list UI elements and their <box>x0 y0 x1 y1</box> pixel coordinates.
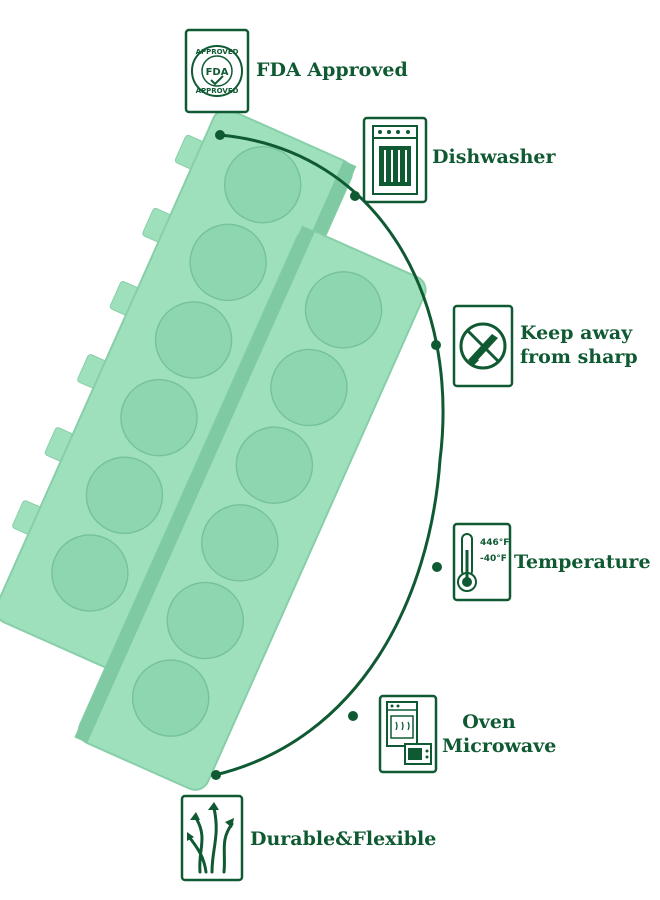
arc-node-dots <box>211 130 442 780</box>
label-keep-away-line2: from sharp <box>520 345 638 368</box>
label-durable-flexible: Durable&Flexible <box>250 828 437 850</box>
label-fda-approved: FDA Approved <box>256 59 408 81</box>
popsicle-mold-right <box>74 225 427 791</box>
fda-approved-seal-icon: APPROVED FDA APPROVED <box>184 28 250 114</box>
label-keep-away-from-sharp: Keep away from sharp <box>520 322 638 370</box>
label-oven-microwave: Oven Microwave <box>442 711 557 759</box>
temp-low-text: -40°F <box>480 554 507 564</box>
label-temperature: Temperature <box>514 551 651 573</box>
oven-microwave-icon <box>378 694 438 774</box>
durable-flexible-arrows-icon <box>180 794 244 882</box>
label-microwave-line: Microwave <box>442 734 557 757</box>
feature-connector-arc <box>214 133 445 777</box>
dishwasher-icon <box>362 116 428 204</box>
temp-high-text: 446°F <box>480 538 509 548</box>
label-dishwasher: Dishwasher <box>432 146 556 168</box>
no-knife-icon <box>452 304 514 388</box>
label-oven-line: Oven <box>462 711 516 733</box>
label-keep-away-line1: Keep away <box>520 322 633 344</box>
seal-bottom-text: APPROVED <box>196 87 239 95</box>
thermometer-icon: 446°F -40°F <box>452 522 512 602</box>
seal-mid-text: FDA <box>206 67 229 78</box>
seal-top-text: APPROVED <box>196 48 239 56</box>
